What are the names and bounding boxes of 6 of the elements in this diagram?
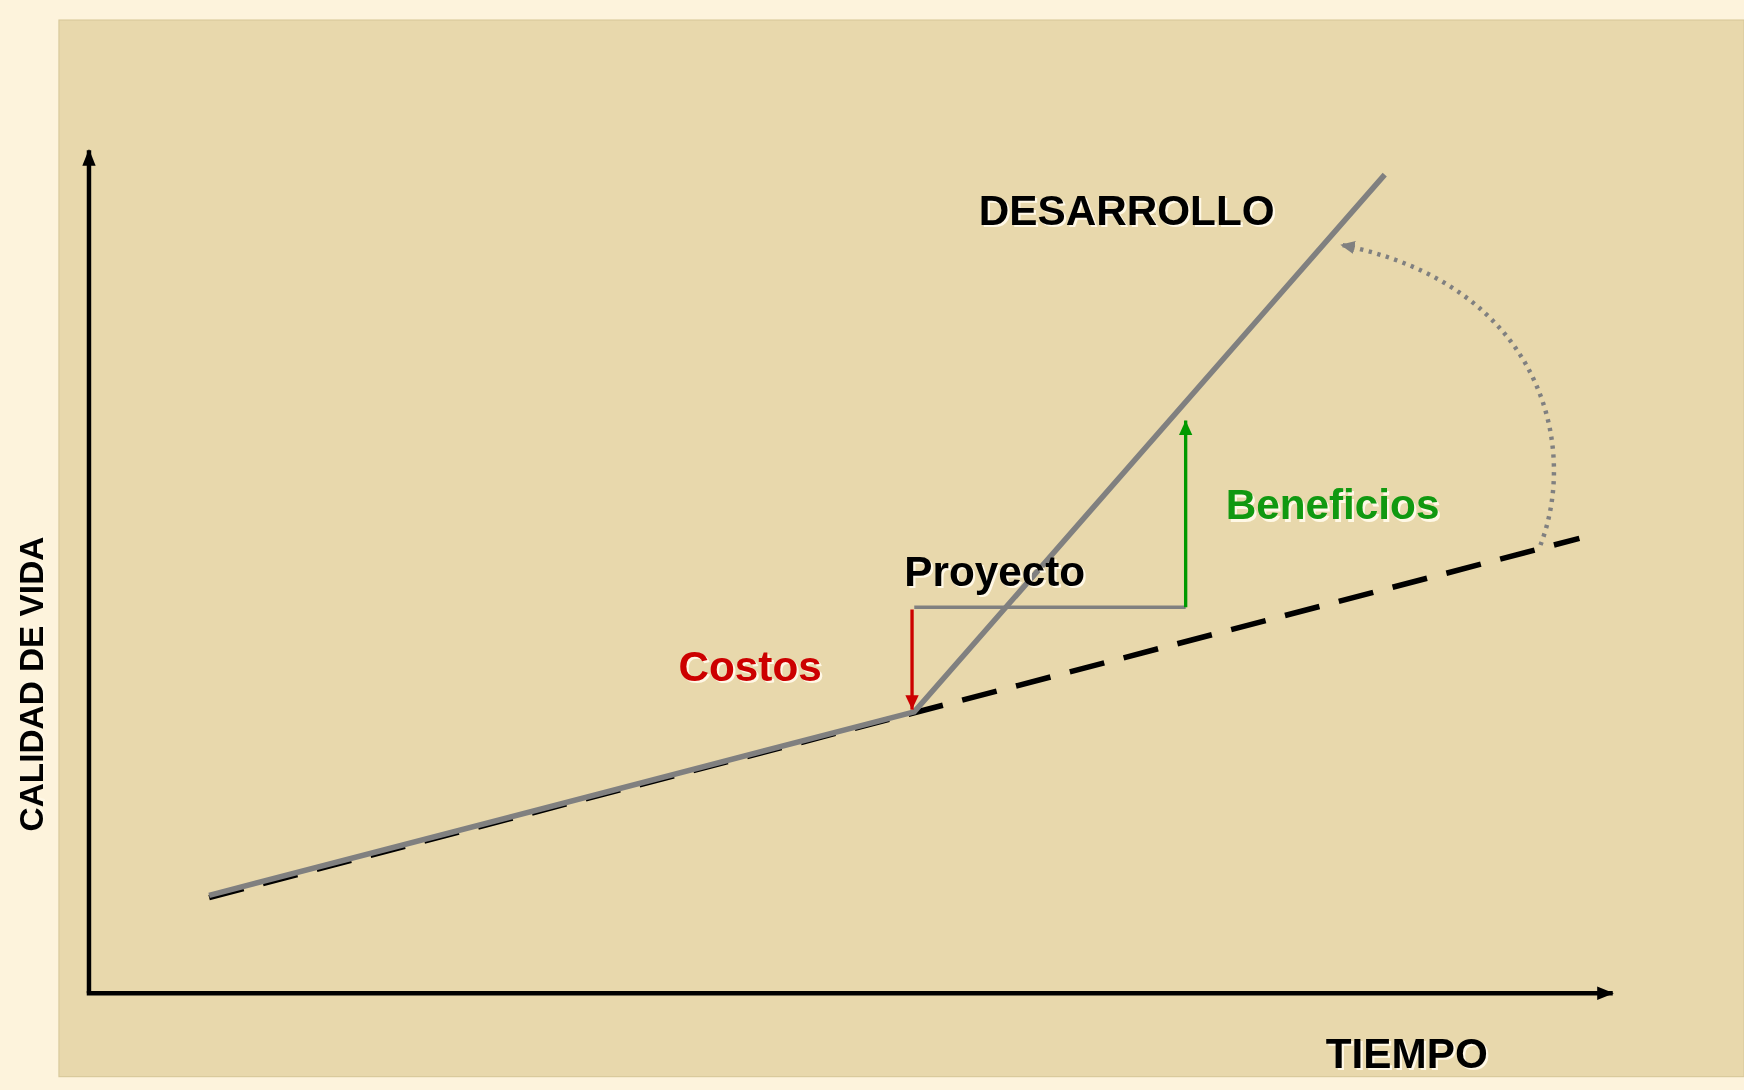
project-label: Proyecto: [904, 550, 1086, 593]
axis-title: CALIDAD DE VIDA: [14, 536, 48, 832]
axis-title: TIEMPO: [1325, 1032, 1488, 1075]
curve-label: DESARROLLO: [978, 189, 1275, 232]
benefit-label: Beneficios: [1225, 483, 1440, 527]
cost-label: Costos: [678, 645, 822, 688]
